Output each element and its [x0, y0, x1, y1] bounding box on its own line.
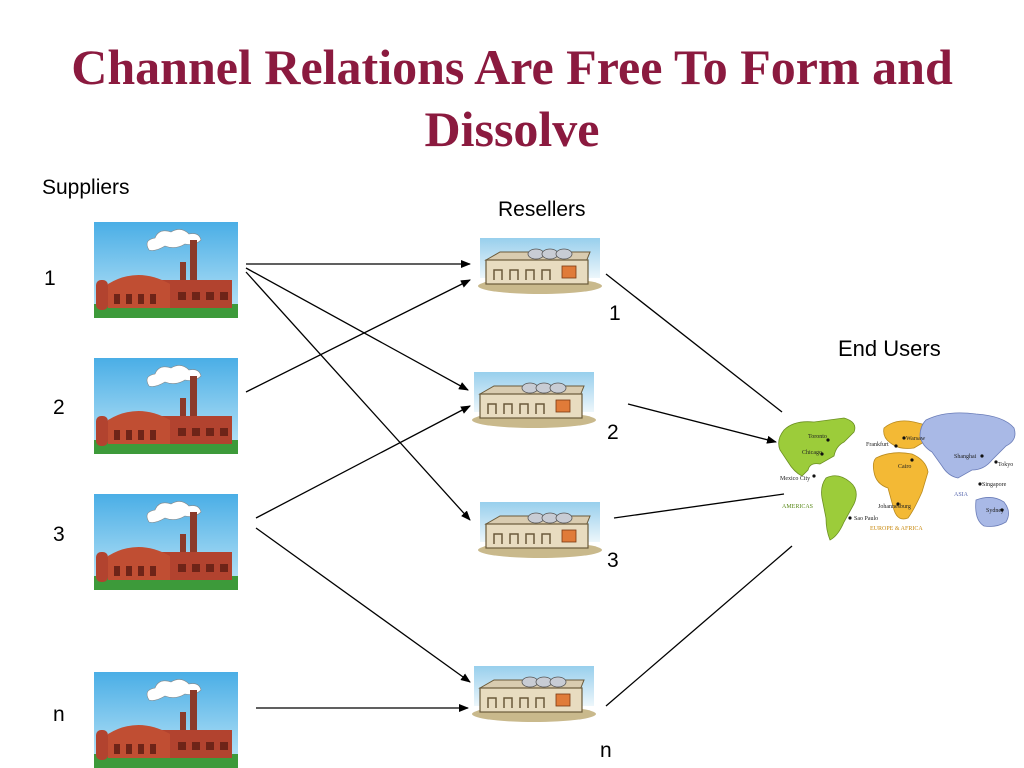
city-label-shanghai: Shanghai	[954, 454, 977, 460]
resellers-heading: Resellers	[498, 198, 586, 221]
warehouse-icon	[472, 666, 596, 722]
australia-shape	[975, 497, 1009, 527]
city-label-sydney: Sydney	[986, 508, 1004, 514]
city-label-warsaw: Warsaw	[906, 436, 926, 442]
line-reseller3-endusers	[613, 493, 785, 519]
page-title: Channel Relations Are Free To Form and D…	[71, 39, 953, 157]
world-map-icon: Toronto Chicago Mexico City Frankfurt Wa…	[778, 412, 1016, 541]
arrow-supplier3-resellern	[255, 527, 471, 683]
arrow-supplier3-reseller2	[255, 405, 471, 519]
city-label-tokyo: Tokyo	[998, 462, 1013, 468]
warehouse-icon	[478, 502, 602, 558]
region-label-americas: AMERICAS	[782, 504, 813, 510]
supplier-label-2: 2	[53, 396, 65, 419]
city-label-sao-paulo: Sao Paulo	[854, 516, 878, 522]
americas-region-shape	[778, 417, 856, 477]
city-label-johannesburg: Johannesburg	[878, 504, 911, 510]
arrow-supplier2-reseller1	[245, 279, 471, 393]
line-resellern-endusers	[605, 545, 793, 707]
city-label-singapore: Singapore	[982, 482, 1007, 488]
factory-icon	[94, 358, 238, 454]
arrow-supplier1-reseller3	[245, 271, 471, 521]
factory-icon	[94, 494, 238, 590]
south-america-shape	[821, 475, 857, 541]
suppliers-heading: Suppliers	[42, 176, 130, 199]
line-reseller1-endusers	[605, 273, 783, 413]
reseller-label-3: 3	[607, 549, 619, 572]
city-label-cairo: Cairo	[898, 464, 911, 470]
region-label-europe-africa: EUROPE & AFRICA	[870, 526, 923, 532]
supplier-label-1: 1	[44, 267, 56, 290]
reseller-label-n: n	[600, 739, 612, 762]
region-label-asia: ASIA	[954, 492, 969, 498]
city-label-frankfurt: Frankfurt	[866, 441, 889, 448]
factory-icon	[94, 672, 238, 768]
africa-shape	[872, 452, 929, 520]
warehouse-icon	[478, 238, 602, 294]
city-label-toronto: Toronto	[808, 434, 827, 440]
factory-icon	[94, 222, 238, 318]
warehouse-icon	[472, 372, 596, 428]
asia-shape	[919, 412, 1016, 479]
arrow-reseller2-endusers	[627, 403, 777, 444]
end-users-heading: End Users	[838, 336, 941, 361]
city-label-mexico-city: Mexico City	[780, 476, 810, 482]
arrow-supplier1-reseller2	[245, 267, 469, 391]
reseller-label-2: 2	[607, 421, 619, 444]
supplier-label-3: 3	[53, 523, 65, 546]
city-label-chicago: Chicago	[802, 450, 822, 456]
reseller-label-1: 1	[609, 302, 621, 325]
supplier-label-n: n	[53, 703, 65, 726]
